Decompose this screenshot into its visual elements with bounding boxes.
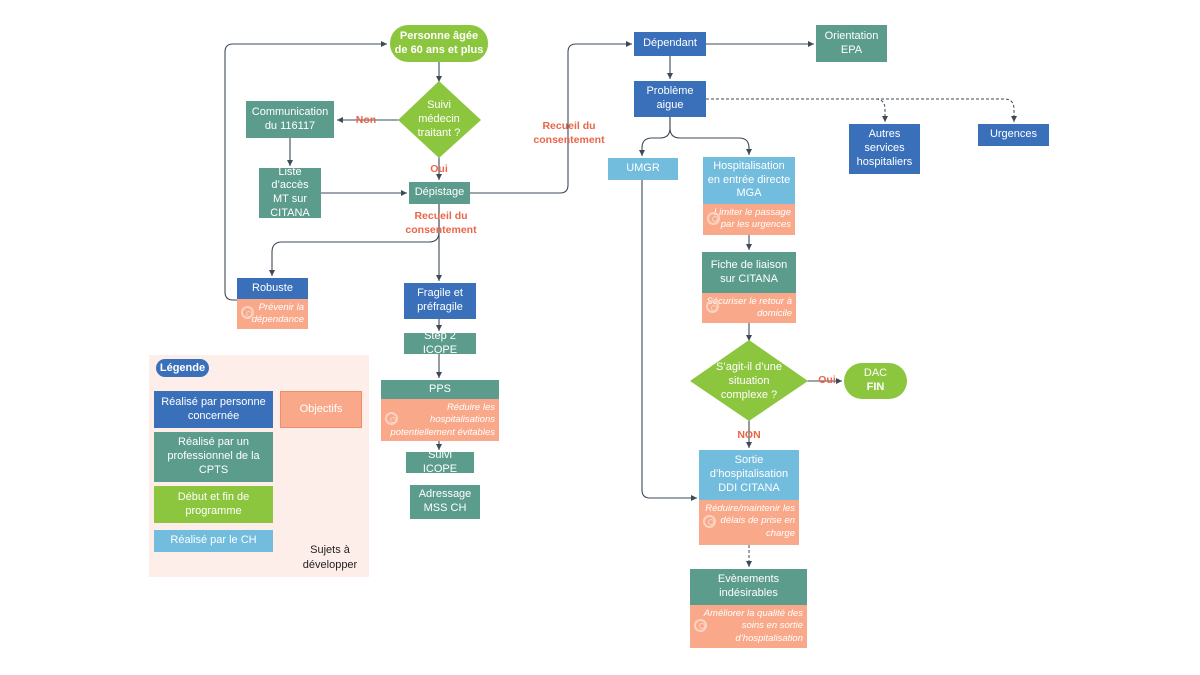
node-probleme: Problème aigue	[634, 81, 706, 117]
target-icon	[241, 306, 254, 319]
objective-fiche-text: Sécuriser le retour à domicile	[706, 296, 792, 320]
node-liste-acces: Liste d’accès MT sur CITANA	[259, 166, 321, 219]
node-depistage: Dépistage	[409, 182, 470, 204]
target-icon	[706, 300, 719, 313]
objective-pps: Réduire les hospitalisations potentielle…	[381, 399, 499, 441]
node-fragile: Fragile et préfragile	[404, 283, 476, 319]
node-orientation: Orientation EPA	[816, 25, 887, 62]
edge-umgr-sortie	[641, 180, 697, 501]
decision-suivi-mt	[398, 81, 481, 158]
label-oui-dac: Oui	[818, 374, 836, 386]
node-robuste: Robuste	[237, 278, 308, 299]
label-recueil-consentement-1: Recueil du consentement	[405, 210, 477, 236]
edge-probleme-urgences	[706, 98, 1017, 122]
node-pps: PPS	[381, 380, 499, 399]
node-suivi-icope: Suivi ICOPE	[406, 449, 474, 475]
objective-sortie: Réduire/maintenir les délais de prise en…	[699, 500, 799, 545]
node-dependant: Dépendant	[634, 32, 706, 56]
edge-robuste-start	[224, 41, 387, 301]
objective-robuste: Prévenir la dépendance	[237, 299, 308, 329]
node-dac-text: DAC	[863, 367, 888, 380]
node-autres-services: Autres services hospitaliers	[849, 124, 920, 174]
node-urgences: Urgences	[978, 124, 1049, 146]
objective-hospitalisation: Limiter le passage par les urgences	[703, 204, 795, 235]
label-non: Non	[355, 114, 377, 126]
legend-dashed-label: Sujets à développer	[302, 544, 358, 571]
label-oui: Oui	[430, 163, 448, 175]
node-dac: DAC FIN	[844, 363, 907, 399]
target-icon	[694, 618, 707, 632]
objective-pps-text: Réduire les hospitalisations potentielle…	[390, 402, 495, 438]
target-icon	[703, 514, 716, 528]
target-icon	[707, 211, 720, 225]
legend-title: Légende	[156, 359, 209, 377]
decision-suivi-mt-label: Suivi médecin traitant ?	[417, 99, 461, 139]
objective-sortie-text: Réduire/maintenir les délais de prise en…	[705, 503, 795, 539]
node-fiche-liaison: Fiche de liaison sur CITANA	[702, 252, 796, 293]
node-sortie: Sortie d’hospitalisation DDI CITANA	[699, 450, 799, 500]
objective-robuste-text: Prévenir la dépendance	[251, 302, 304, 326]
legend-cpts: Réalisé par un professionnel de la CPTS	[154, 432, 273, 482]
node-umgr: UMGR	[608, 158, 678, 180]
target-icon	[385, 412, 398, 425]
node-step2: Step 2 ICOPE	[404, 330, 476, 356]
label-recueil-consentement-2: Recueil du consentement	[533, 120, 605, 146]
legend-programme: Début et fin de programme	[154, 486, 273, 523]
node-evenements: Evènements indésirables	[690, 569, 807, 605]
node-adressage: Adressage MSS CH	[410, 485, 480, 519]
edge-depistage-dependant	[470, 41, 632, 194]
node-hospitalisation: Hospitalisation en entrée directe MGA	[703, 157, 795, 204]
edge-probleme-umgr	[639, 117, 671, 156]
objective-evenements: Améliorer la qualité des soins en sortie…	[690, 605, 807, 648]
label-non-sortie: NON	[737, 429, 761, 441]
objective-evenements-text: Améliorer la qualité des soins en sortie…	[703, 608, 803, 644]
decision-situation-complexe-label: S’agit-il d’une situation complexe ?	[715, 361, 783, 401]
edge-probleme-hospit	[669, 117, 752, 155]
objective-fiche: Sécuriser le retour à domicile	[702, 293, 796, 323]
legend-objectifs: Objectifs	[280, 391, 362, 428]
node-dac-fin: FIN	[866, 381, 885, 393]
node-communication: Communication du 116117	[246, 101, 334, 138]
objective-hospitalisation-text: Limiter le passage par les urgences	[713, 207, 791, 231]
legend-patient: Réalisé par personne concernée	[154, 391, 273, 428]
node-start: Personne âgée de 60 ans et plus	[390, 25, 488, 62]
edge-probleme-autres	[706, 98, 888, 122]
legend-ch: Réalisé par le CH	[154, 530, 273, 552]
decision-situation-complexe	[690, 340, 808, 421]
